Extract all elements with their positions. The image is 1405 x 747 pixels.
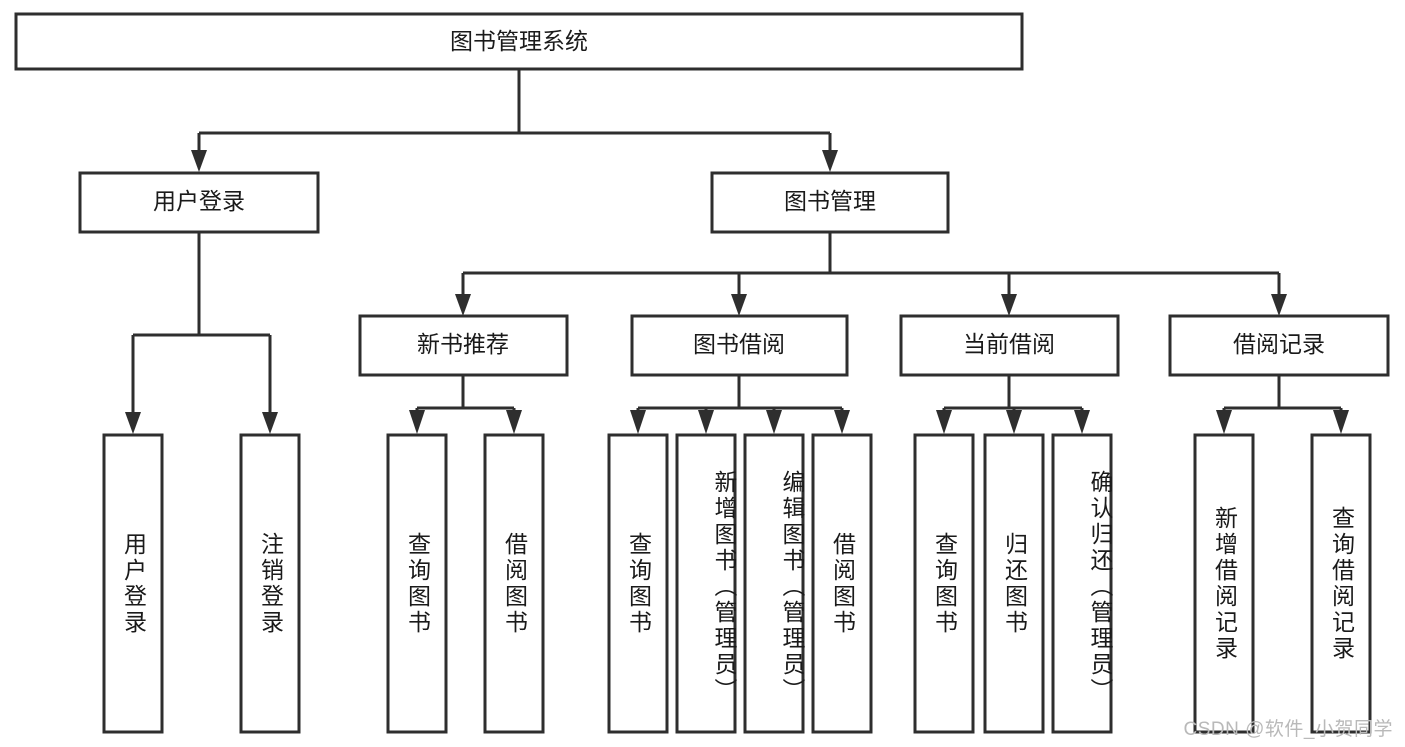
node-book-borrow[interactable]: 图书借阅 bbox=[630, 314, 849, 377]
csdn-watermark: CSDN @软件_小贺同学 bbox=[1183, 719, 1393, 740]
node-root-system-box[interactable] bbox=[14, 12, 1024, 71]
leaf-box-query-book-current[interactable] bbox=[913, 433, 975, 734]
leaf-box-borrow-book-rec[interactable] bbox=[483, 433, 545, 734]
leaf-box-query-book-rec[interactable] bbox=[386, 433, 448, 734]
arrow-head-icon bbox=[1216, 410, 1232, 434]
arrow-head-icon bbox=[936, 410, 952, 434]
leaf-box-logout[interactable] bbox=[239, 433, 301, 734]
arrow-head-icon bbox=[409, 410, 425, 434]
node-user-login[interactable]: 用户登录 bbox=[78, 171, 320, 234]
leaf-box-confirm-return-admin[interactable] bbox=[1051, 433, 1113, 734]
node-current-borrow[interactable]: 当前借阅 bbox=[899, 314, 1120, 377]
arrow-head-icon bbox=[125, 412, 141, 434]
node-book-management[interactable]: 图书管理 bbox=[710, 171, 950, 234]
node-current-borrow-label: 当前借阅 bbox=[963, 331, 1055, 357]
leaf-box-query-borrow-record[interactable] bbox=[1310, 433, 1372, 734]
node-book-borrow-label: 图书借阅 bbox=[693, 331, 785, 357]
leaf-box-return-book[interactable] bbox=[983, 433, 1045, 734]
leaf-box-add-book-admin[interactable] bbox=[675, 433, 737, 734]
arrow-head-icon bbox=[822, 150, 838, 172]
arrow-head-icon bbox=[766, 410, 782, 434]
arrow-head-icon bbox=[834, 410, 850, 434]
node-borrow-record-label: 借阅记录 bbox=[1233, 331, 1325, 357]
arrow-head-icon bbox=[698, 410, 714, 434]
arrow-head-icon bbox=[1271, 294, 1287, 316]
arrow-head-icon bbox=[506, 410, 522, 434]
node-borrow-record-box[interactable] bbox=[1168, 314, 1390, 377]
node-new-book-recommend-label: 新书推荐 bbox=[417, 331, 509, 357]
node-root-system-label: 图书管理系统 bbox=[450, 28, 588, 54]
node-new-book-recommend-box[interactable] bbox=[358, 314, 569, 377]
arrow-head-icon bbox=[630, 410, 646, 434]
leaf-box-add-borrow-record[interactable] bbox=[1193, 433, 1255, 734]
leaf-box-layer bbox=[102, 433, 1372, 734]
arrow-head-icon bbox=[1001, 294, 1017, 316]
leaf-box-borrow-book[interactable] bbox=[811, 433, 873, 734]
arrow-head-icon bbox=[262, 412, 278, 434]
arrow-head-icon bbox=[731, 294, 747, 316]
node-new-book-recommend[interactable]: 新书推荐 bbox=[358, 314, 569, 377]
arrow-head-icon bbox=[1006, 410, 1022, 434]
node-book-management-label: 图书管理 bbox=[784, 188, 876, 214]
node-book-management-box[interactable] bbox=[710, 171, 950, 234]
arrow-head-icon bbox=[1333, 410, 1349, 434]
arrow-head-icon bbox=[455, 294, 471, 316]
node-book-borrow-box[interactable] bbox=[630, 314, 849, 377]
leaf-box-edit-book-admin[interactable] bbox=[743, 433, 805, 734]
node-borrow-record[interactable]: 借阅记录 bbox=[1168, 314, 1390, 377]
node-current-borrow-box[interactable] bbox=[899, 314, 1120, 377]
node-root-system[interactable]: 图书管理系统 bbox=[14, 12, 1024, 71]
leaf-box-user-login[interactable] bbox=[102, 433, 164, 734]
connector-layer bbox=[125, 69, 1349, 434]
arrow-head-icon bbox=[1074, 410, 1090, 434]
leaf-box-query-book-borrow[interactable] bbox=[607, 433, 669, 734]
node-user-login-label: 用户登录 bbox=[153, 188, 245, 214]
arrow-head-icon bbox=[191, 150, 207, 172]
node-user-login-box[interactable] bbox=[78, 171, 320, 234]
